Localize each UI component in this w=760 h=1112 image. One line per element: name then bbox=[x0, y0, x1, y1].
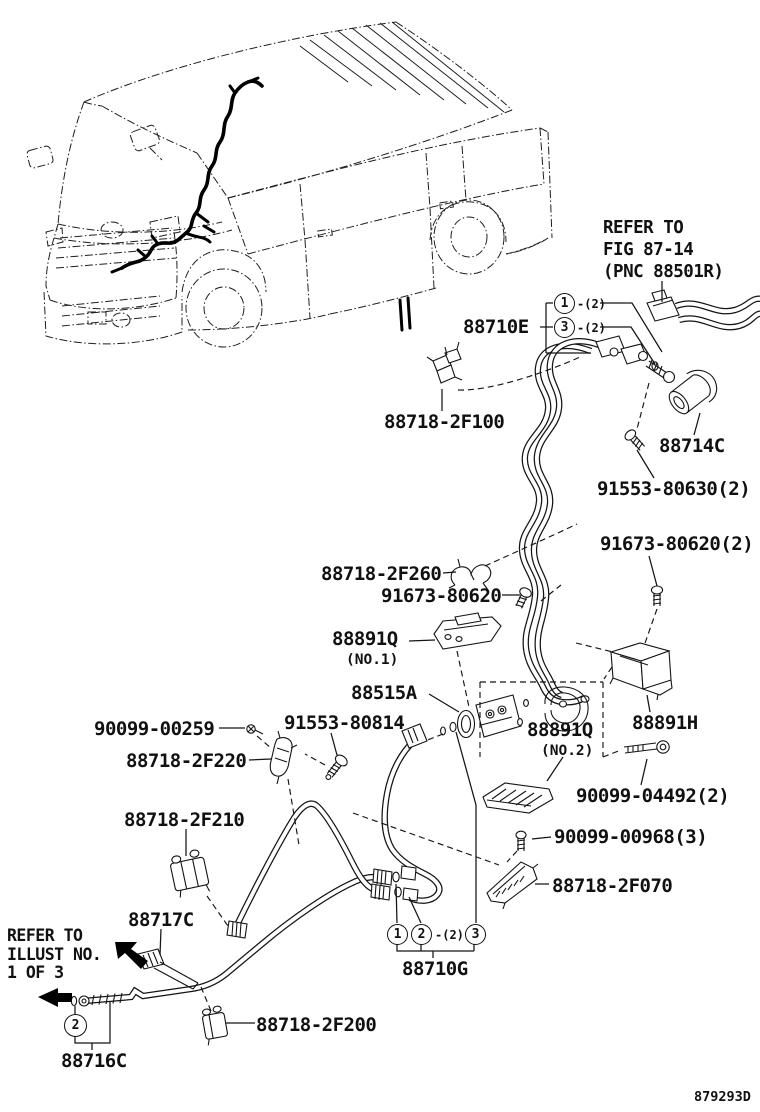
note-refer-illust: REFER TO ILLUST NO. 1 OF 3 bbox=[7, 926, 102, 983]
callout-digit: 1 bbox=[393, 927, 402, 942]
bolt-90099-04492 bbox=[623, 740, 670, 754]
part-label-88710e: 88710E bbox=[463, 316, 529, 338]
part-label-91673-80620: 91673-80620 bbox=[381, 585, 502, 607]
highlighted-pipe-route bbox=[110, 76, 412, 332]
clamp-88718-2f210 bbox=[170, 849, 211, 898]
callout-2-left: 2 bbox=[64, 1014, 87, 1037]
callout-1-upper: 1 bbox=[554, 293, 575, 314]
part-label-88718-2f100: 88718-2F100 bbox=[384, 411, 505, 433]
part-label-88515a: 88515A bbox=[351, 682, 417, 704]
pipe-assembly-88710g bbox=[70, 723, 443, 1007]
part-label-91553-80814: 91553-80814 bbox=[284, 712, 405, 734]
part-label-88716c: 88716C bbox=[61, 1050, 127, 1072]
callout-3-lower: 3 bbox=[465, 924, 486, 945]
part-sublabel-no2: (NO.2) bbox=[541, 743, 594, 759]
connector-88515a bbox=[440, 686, 589, 739]
note-refer-fig: REFER TO FIG 87-14 (PNC 88501R) bbox=[603, 217, 724, 283]
part-label-88718-2f200: 88718-2F200 bbox=[256, 1014, 377, 1036]
refer-hose-88501r bbox=[646, 289, 760, 331]
part-label-91673-80620-qty2: 91673-80620(2) bbox=[600, 533, 754, 555]
note-line: 1 OF 3 bbox=[7, 963, 64, 982]
callout-qty-upper-3: -(2) bbox=[577, 321, 606, 335]
bracket-88891q-no1 bbox=[433, 612, 502, 650]
part-label-88718-2f210: 88718-2F210 bbox=[124, 809, 245, 831]
screw-91553-80630 bbox=[624, 429, 646, 451]
callout-2-lower: 2 bbox=[411, 924, 432, 945]
cover-88891q-no2 bbox=[482, 782, 554, 814]
pipe-cover-88714c bbox=[668, 369, 718, 415]
clamp-88718-2f260 bbox=[448, 558, 492, 591]
callout-qty-upper-1: -(2) bbox=[577, 297, 606, 311]
note-line: FIG 87-14 bbox=[603, 240, 694, 260]
screw-90099-00259 bbox=[246, 724, 264, 735]
box-88891h bbox=[609, 642, 673, 701]
callout-digit: 3 bbox=[560, 320, 569, 335]
part-label-88710g: 88710G bbox=[402, 958, 468, 980]
clamp-88718-2f220 bbox=[269, 730, 298, 785]
part-label-88717c: 88717C bbox=[128, 909, 194, 931]
part-label-88718-2f070: 88718-2F070 bbox=[552, 875, 673, 897]
clamp-88718-2f070 bbox=[486, 861, 539, 910]
screw-91673-80620-left bbox=[515, 587, 532, 609]
part-label-88891q-no1: 88891Q bbox=[332, 628, 398, 650]
callout-digit: 2 bbox=[71, 1018, 80, 1033]
pipe-assembly-88710e bbox=[518, 335, 676, 708]
part-label-90099-00259: 90099-00259 bbox=[94, 718, 215, 740]
part-label-90099-04492: 90099-04492(2) bbox=[576, 785, 730, 807]
clamp-88718-2f200 bbox=[201, 1005, 228, 1046]
dashed-leader-lines bbox=[200, 356, 658, 1012]
part-label-88891q-no2: 88891Q bbox=[527, 719, 593, 741]
callout-digit: 3 bbox=[471, 927, 480, 942]
callout-digit: 2 bbox=[417, 927, 426, 942]
direction-arrow-icon bbox=[38, 942, 148, 1007]
drawing-code: 879293D bbox=[694, 1089, 751, 1105]
callout-1-lower: 1 bbox=[387, 924, 408, 945]
screw-91673-80620-right bbox=[650, 585, 664, 606]
clamp-88718-2f100 bbox=[426, 341, 463, 384]
roof-hatch-lines bbox=[299, 21, 505, 113]
callout-qty-lower-2: -(2) bbox=[435, 928, 464, 942]
part-label-88891h: 88891H bbox=[632, 712, 698, 734]
callout-digit: 1 bbox=[560, 296, 569, 311]
screw-91553-80814 bbox=[325, 754, 348, 780]
note-line: REFER TO bbox=[603, 218, 684, 238]
part-label-90099-00968: 90099-00968(3) bbox=[554, 826, 708, 848]
part-label-91553-80630: 91553-80630(2) bbox=[597, 478, 751, 500]
note-line: REFER TO bbox=[7, 926, 83, 945]
part-label-88718-2f260: 88718-2F260 bbox=[321, 563, 442, 585]
callout-3-upper: 3 bbox=[554, 317, 575, 338]
part-sublabel-no1: (NO.1) bbox=[346, 652, 399, 668]
suction-hose-88717c bbox=[137, 948, 199, 990]
part-label-88718-2f220: 88718-2F220 bbox=[126, 750, 247, 772]
note-line: ILLUST NO. bbox=[7, 944, 102, 964]
note-line: (PNC 88501R) bbox=[603, 262, 724, 282]
screw-90099-00968 bbox=[515, 830, 527, 851]
part-label-88714c: 88714C bbox=[659, 435, 725, 457]
leader-lines bbox=[74, 281, 701, 1050]
van-outline-drawing bbox=[26, 21, 553, 348]
